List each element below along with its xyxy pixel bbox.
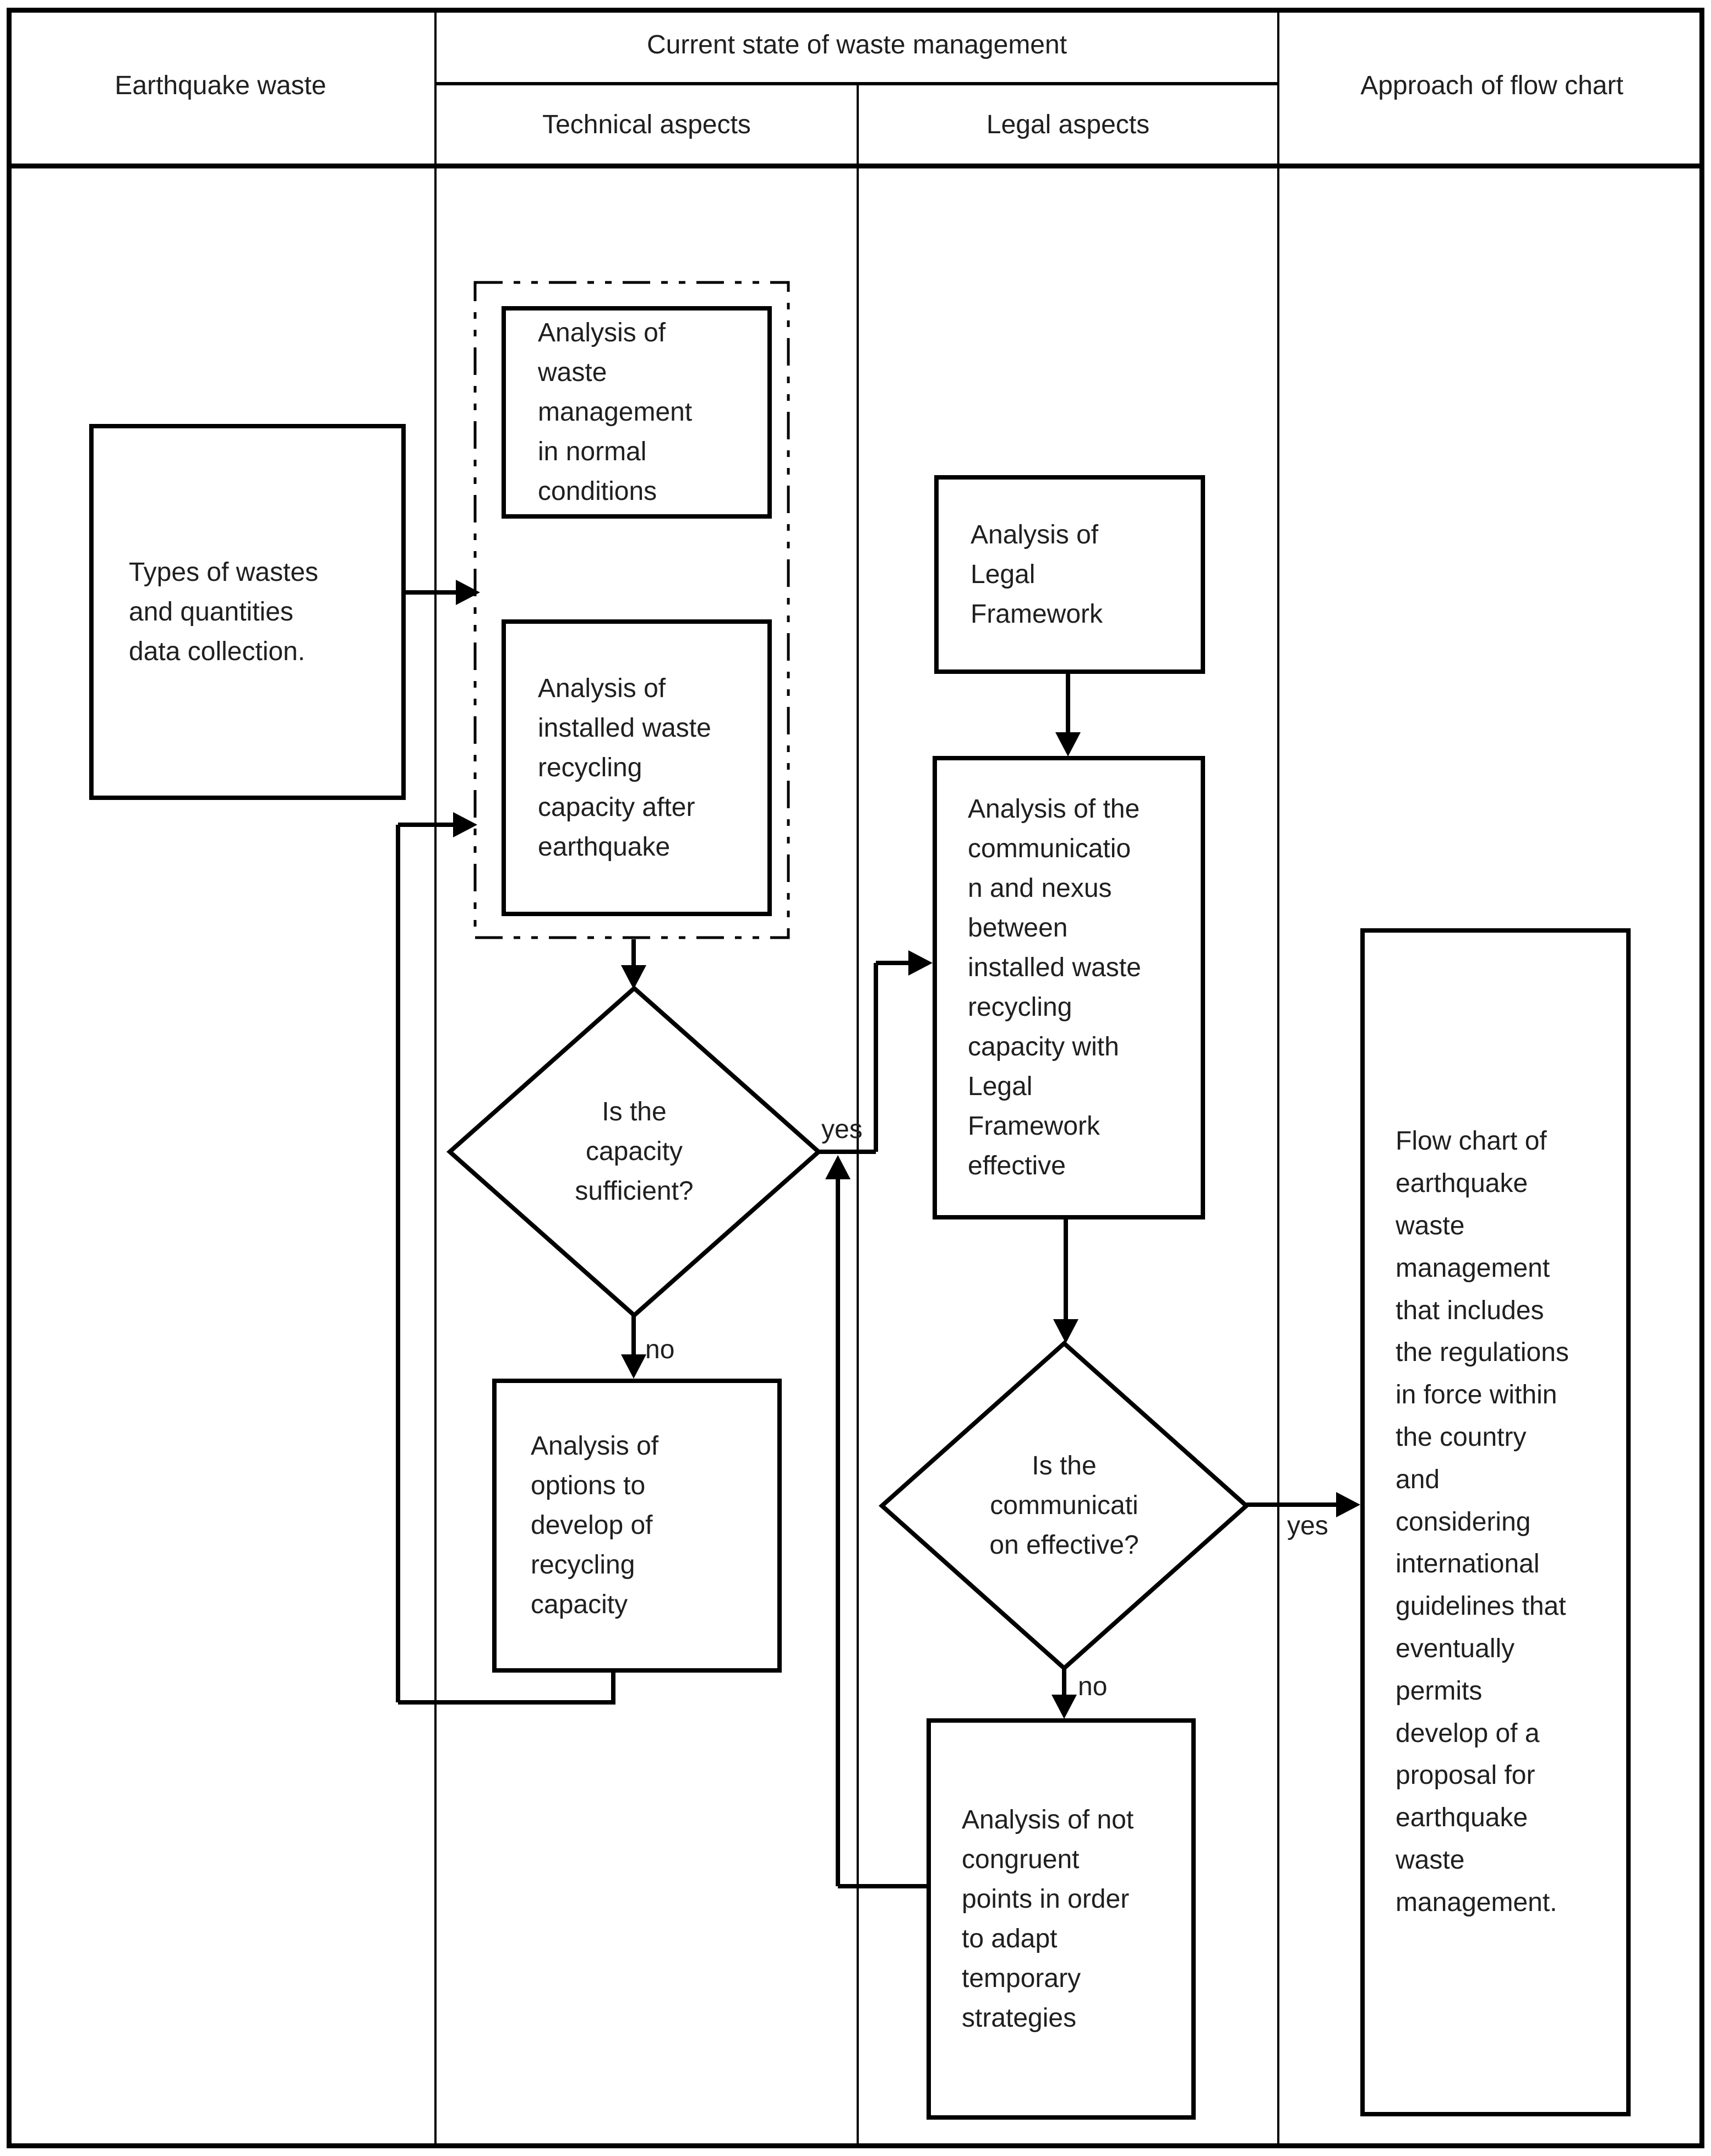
options-text: Analysis of options to develop of recycl…	[531, 1431, 659, 1619]
flow-chart-result-box: Flow chart of earthquake waste managemen…	[1360, 928, 1631, 2116]
capacity-decision-text-wrap: Is the capacity sufficient?	[524, 1080, 744, 1223]
header-approach: Approach of flow chart	[1279, 8, 1704, 164]
normal-conditions-text: Analysis of waste management in normal c…	[538, 318, 693, 506]
header-technical-aspects: Technical aspects	[437, 85, 857, 164]
installed-capacity-box: Analysis of installed waste recycling ca…	[502, 619, 772, 916]
normal-conditions-box: Analysis of waste management in normal c…	[502, 306, 772, 519]
header-approach-label: Approach of flow chart	[1360, 71, 1623, 100]
communication-no-label: no	[1078, 1672, 1108, 1701]
not-congruent-text: Analysis of not congruent points in orde…	[962, 1805, 1134, 2033]
arrow-communication-no-head	[1051, 1695, 1077, 1719]
header-legal-aspects-label: Legal aspects	[986, 110, 1150, 139]
communication-box: Analysis of the communicatio n and nexus…	[933, 756, 1205, 1219]
communication-decision-text: Is the communicati on effective?	[989, 1451, 1139, 1560]
arrow-communication-to-decision-head	[1053, 1319, 1078, 1343]
outer-border	[7, 8, 1704, 2148]
arrow-capacity-yes-line	[819, 961, 908, 1154]
installed-capacity-text: Analysis of installed waste recycling ca…	[538, 673, 711, 862]
arrow-legal-to-communication-head	[1055, 732, 1081, 756]
header-current-state-label: Current state of waste management	[646, 30, 1067, 59]
not-congruent-box: Analysis of not congruent points in orde…	[927, 1718, 1196, 2120]
communication-decision-text-wrap: Is the communicati on effective?	[954, 1434, 1174, 1577]
dashed-group-border	[473, 281, 790, 939]
arrow-types-to-group-head	[456, 580, 480, 605]
communication-yes-label: yes	[1287, 1511, 1328, 1540]
column-divider-1	[434, 8, 437, 2148]
column-divider-3	[1277, 8, 1279, 2148]
types-of-wastes-text: Types of wastes and quantities data coll…	[129, 557, 319, 666]
header-legal-aspects: Legal aspects	[859, 85, 1277, 164]
header-current-state: Current state of waste management	[437, 8, 1277, 82]
header-earthquake-waste: Earthquake waste	[7, 8, 434, 164]
arrow-options-feedback-line	[396, 823, 615, 1705]
flow-chart-result-text: Flow chart of earthquake waste managemen…	[1396, 1126, 1569, 1917]
capacity-yes-label: yes	[821, 1115, 863, 1144]
arrow-notcongruent-feedback-line	[836, 1178, 927, 1888]
arrow-group-to-capacity-head	[621, 965, 646, 989]
arrow-capacity-no-head	[621, 1354, 646, 1379]
arrow-options-feedback-head	[453, 812, 477, 837]
header-earthquake-waste-label: Earthquake waste	[115, 71, 326, 100]
types-of-wastes-box: Types of wastes and quantities data coll…	[89, 424, 406, 800]
arrow-notcongruent-feedback-head	[825, 1155, 851, 1179]
legal-framework-box: Analysis of Legal Framework	[934, 475, 1205, 674]
capacity-no-label: no	[645, 1335, 675, 1364]
arrow-capacity-yes-head	[908, 950, 933, 976]
options-box: Analysis of options to develop of recycl…	[492, 1379, 782, 1673]
legal-framework-text: Analysis of Legal Framework	[971, 520, 1103, 629]
arrow-communication-yes-head	[1336, 1492, 1360, 1517]
capacity-decision-text: Is the capacity sufficient?	[575, 1097, 694, 1206]
communication-text: Analysis of the communicatio n and nexus…	[968, 794, 1141, 1180]
column-divider-2	[857, 83, 859, 2148]
header-technical-aspects-label: Technical aspects	[542, 110, 751, 139]
header-separator-line	[7, 164, 1704, 168]
